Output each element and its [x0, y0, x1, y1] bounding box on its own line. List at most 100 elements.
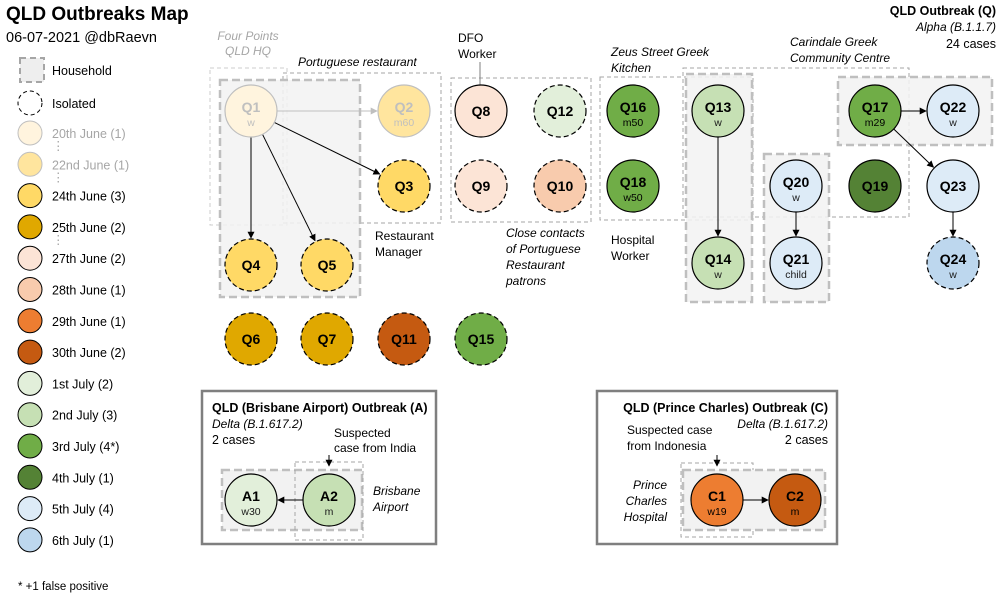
close-contacts-label-4: patrons — [505, 274, 546, 288]
case-id-label: C2 — [786, 488, 804, 504]
hospital-worker-label: Hospital — [611, 233, 654, 247]
carindale-box — [682, 67, 910, 218]
indonesia-label-2: from Indonesia — [627, 439, 707, 453]
case-id-label: Q4 — [242, 257, 261, 273]
case-detail-label: w30 — [240, 506, 260, 518]
prince-charles-label-3: Hospital — [624, 510, 668, 524]
legend-household-swatch — [19, 57, 45, 83]
case-id-label: Q14 — [705, 251, 732, 267]
manager-label-2: Manager — [375, 245, 422, 259]
legend-date-label: 20th June (1) — [52, 127, 126, 141]
case-detail-label: w — [948, 117, 957, 129]
case-node-circle — [454, 159, 508, 213]
node-q19: Q19 — [848, 159, 902, 213]
case-id-label: Q1 — [242, 99, 261, 115]
case-detail-label: m29 — [865, 117, 886, 129]
zeus-label: Zeus Street Greek — [610, 45, 710, 59]
case-node-circle — [224, 473, 278, 527]
airport-label: Brisbane — [373, 484, 421, 498]
legend-date-label: 29th June (1) — [52, 315, 126, 329]
case-id-label: Q7 — [318, 331, 337, 347]
case-node-circle — [768, 473, 822, 527]
case-node-circle — [690, 473, 744, 527]
node-q12: Q12 — [533, 84, 587, 138]
legend-date-swatch — [17, 339, 43, 365]
page-subtitle: 06-07-2021 @dbRaevn — [6, 30, 157, 46]
case-id-label: Q11 — [391, 331, 417, 347]
close-contacts-label: Close contacts — [506, 226, 585, 240]
case-id-label: Q6 — [242, 331, 261, 347]
legend-date-label: 6th July (1) — [52, 534, 114, 548]
legend-date-label: 1st July (2) — [52, 377, 113, 391]
legend-date-swatch — [17, 527, 43, 553]
node-q7: Q7 — [300, 312, 354, 366]
legend-date-swatch — [17, 277, 43, 302]
legend-date-swatch — [17, 433, 43, 459]
case-id-label: Q18 — [620, 174, 647, 190]
case-node-circle — [926, 236, 980, 290]
case-node-circle — [377, 84, 431, 138]
outbreak-c-cases: 2 cases — [785, 433, 828, 447]
legend-date-swatch — [17, 402, 43, 428]
node-q9: Q9 — [454, 159, 508, 213]
case-detail-label: m — [325, 506, 334, 518]
legend: Household Isolated 20th June (1)⋮22nd Ju… — [17, 57, 129, 553]
outbreak-q-cases: 24 cases — [946, 37, 996, 51]
node-a2: A2m — [302, 473, 356, 527]
legend-date-swatch — [17, 308, 43, 334]
case-detail-label: w50 — [622, 192, 642, 204]
node-q10: Q10 — [533, 159, 587, 213]
case-id-label: Q15 — [468, 331, 495, 347]
legend-isolated-swatch — [17, 90, 43, 116]
legend-date-swatch — [17, 370, 43, 396]
prince-charles-label: Prince — [633, 478, 667, 492]
legend-date-label: 2nd July (3) — [52, 409, 117, 423]
case-id-label: Q2 — [395, 99, 414, 115]
carindale-label: Carindale Greek — [790, 35, 878, 49]
close-contacts-label-2: of Portuguese — [506, 242, 581, 256]
hospital-worker-label-2: Worker — [611, 249, 649, 263]
case-id-label: Q24 — [940, 251, 967, 267]
case-id-label: Q5 — [318, 257, 337, 273]
dfo-box — [450, 77, 592, 223]
case-node-circle — [224, 238, 278, 292]
legend-date-label: 22nd June (1) — [52, 158, 129, 172]
case-id-label: Q13 — [705, 99, 732, 115]
outbreak-a-cases: 2 cases — [212, 433, 255, 447]
case-id-label: Q20 — [783, 174, 810, 190]
legend-ellipsis: ⋮ — [52, 170, 65, 184]
case-id-label: Q12 — [547, 103, 574, 119]
node-q1: Q1w — [224, 84, 278, 138]
case-id-label: Q22 — [940, 99, 967, 115]
case-detail-label: w — [713, 269, 722, 281]
case-node-circle — [533, 84, 587, 138]
edge-q17-to-q23 — [893, 128, 935, 168]
carindale-label-2: Community Centre — [790, 51, 890, 65]
case-node-circle — [691, 84, 745, 138]
node-q4: Q4 — [224, 238, 278, 292]
legend-date-label: 30th June (2) — [52, 346, 126, 360]
legend-isolated-label: Isolated — [52, 97, 96, 111]
case-node-circle — [533, 159, 587, 213]
four-points-label: Four Points — [217, 29, 278, 43]
legend-date-label: 27th June (2) — [52, 252, 126, 266]
node-c2: C2m — [768, 473, 822, 527]
case-id-label: Q17 — [862, 99, 889, 115]
case-node-circle — [691, 236, 745, 290]
annotations: Four Points QLD HQ Portuguese restaurant… — [217, 29, 890, 524]
legend-date-swatch — [17, 245, 43, 271]
legend-date-swatch — [17, 151, 43, 177]
node-q23: Q23 — [926, 159, 980, 213]
case-id-label: Q19 — [862, 178, 889, 194]
case-node-circle — [454, 84, 508, 138]
edge-q1-to-q5 — [262, 134, 316, 242]
legend-date-swatch — [17, 464, 43, 490]
